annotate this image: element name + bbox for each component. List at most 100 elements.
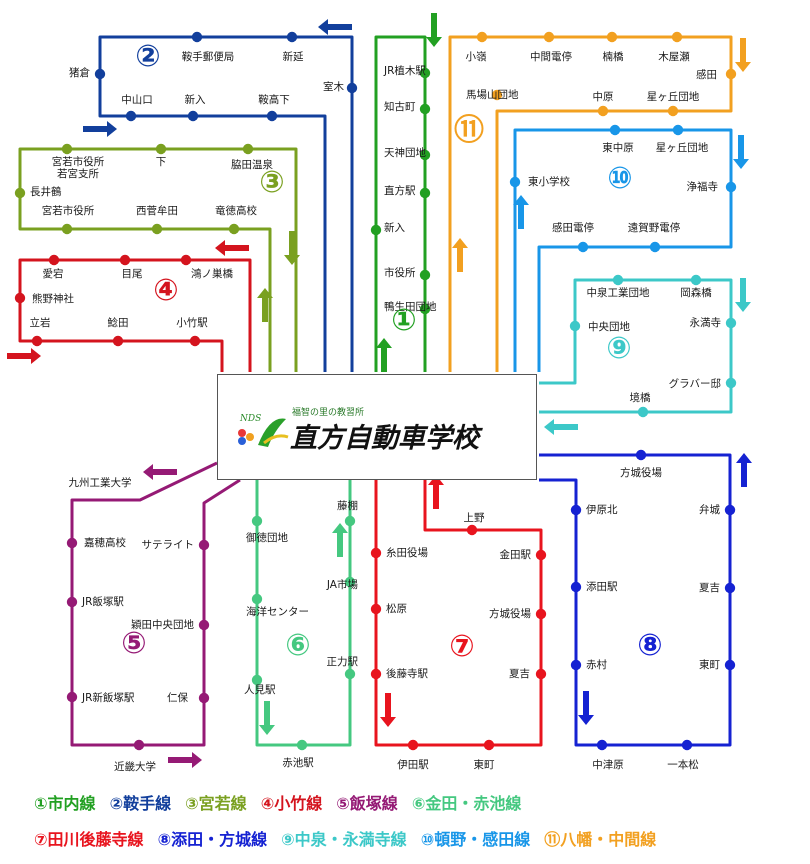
stop-label: 岡森橋 xyxy=(680,286,712,299)
stop-label: 鞍高下 xyxy=(258,93,290,106)
route-10-stop-dot xyxy=(672,124,684,136)
stop-label: 若宮支所 xyxy=(57,167,99,180)
legend-route-name: 頓野・感田線 xyxy=(434,830,531,849)
legend-route-name: 添田・方城線 xyxy=(171,830,268,849)
legend-item-route-6: ⑥金田・赤池線 xyxy=(412,794,522,813)
stop-label: 鴻ノ巣橋 xyxy=(191,267,233,280)
arrow-left-icon xyxy=(318,19,352,35)
legend-route-name: 鞍手線 xyxy=(123,794,172,813)
route-3-stop-dot xyxy=(61,143,73,155)
route-5-stop-dot xyxy=(66,596,78,608)
arrow-up-icon xyxy=(257,288,273,322)
stop-label: 東町 xyxy=(474,758,495,771)
route-3-stop-dot xyxy=(14,187,26,199)
stop-label: 海洋センター xyxy=(246,605,309,618)
arrow-up-icon xyxy=(376,338,392,372)
legend-number: ③ xyxy=(185,794,199,813)
route-9-stop-dot xyxy=(725,317,737,329)
route-1-stop-dot xyxy=(419,149,431,161)
route-10-stop-dot xyxy=(725,181,737,193)
route-3-stop-dot xyxy=(242,143,254,155)
route-4-stop-dot xyxy=(31,335,43,347)
route-10-stop-dot xyxy=(577,241,589,253)
route-4-stop-dot xyxy=(14,292,26,304)
stop-label: 感田 xyxy=(696,68,717,81)
arrow-down-icon xyxy=(426,13,442,47)
legend-item-route-10: ⑩頓野・感田線 xyxy=(421,830,531,849)
stop-label: 赤村 xyxy=(586,658,607,671)
legend-number: ⑦ xyxy=(34,830,48,849)
route-6-stop-dot xyxy=(251,593,263,605)
route-8-stop-dot xyxy=(596,739,608,751)
route-7-stop-dot xyxy=(407,739,419,751)
stop-label: 中津原 xyxy=(592,758,624,771)
route-4-stop-dot xyxy=(180,254,192,266)
stop-labels: JR植木駅知古町天神団地直方駅新入市役所鴨生田団地鞍手郵便局新延猪倉中山口新入鞍… xyxy=(30,50,722,773)
legend-route-name: 田川後藤寺線 xyxy=(47,830,144,849)
legend-route-name: 小竹線 xyxy=(274,794,323,813)
direction-arrows xyxy=(7,13,752,768)
arrow-down-icon xyxy=(733,135,749,169)
route-11-number-badge: ⑪ xyxy=(454,113,484,148)
route-10-stop-dot xyxy=(509,176,521,188)
legend-item-route-4: ④小竹線 xyxy=(261,794,323,813)
stop-label: 中原 xyxy=(593,90,614,103)
stop-label: 鴨生田団地 xyxy=(384,300,437,313)
legend-item-route-1: ①市内線 xyxy=(34,794,96,813)
route-1-stop-dot xyxy=(419,269,431,281)
route-1-number-badge: ① xyxy=(391,303,416,338)
stop-label: 後藤寺駅 xyxy=(386,667,428,680)
route-1-stop-dot xyxy=(370,224,382,236)
route-11-stop-dot xyxy=(606,31,618,43)
stop-label: 糸田役場 xyxy=(386,546,428,559)
route-7-stop-dot xyxy=(370,603,382,615)
stop-label: JA市場 xyxy=(326,578,359,591)
route-2-number-badge: ② xyxy=(135,39,160,74)
stop-label: 近畿大学 xyxy=(114,760,156,773)
route-9-stop-dot xyxy=(690,274,702,286)
stop-label: 宮若市役所 xyxy=(52,155,105,168)
stop-label: 猪倉 xyxy=(69,66,90,79)
route-7-stop-dot xyxy=(483,739,495,751)
arrow-right-icon xyxy=(168,752,202,768)
arrow-up-icon xyxy=(736,453,752,487)
stop-label: 鞍手郵便局 xyxy=(182,50,235,63)
stop-label: 中山口 xyxy=(121,93,153,106)
stop-label: 立岩 xyxy=(30,316,51,329)
stop-label: 東中原 xyxy=(602,141,634,154)
route-2-stop-dot xyxy=(191,31,203,43)
route-4-number-badge: ④ xyxy=(153,273,178,308)
route-9-stop-dot xyxy=(637,406,649,418)
stop-label: 室木 xyxy=(323,80,344,93)
route-2-stop-dot xyxy=(286,31,298,43)
legend-route-name: 市内線 xyxy=(47,794,96,813)
stop-label: 熊野神社 xyxy=(32,292,74,305)
stop-label: 穎田中央団地 xyxy=(131,618,194,631)
arrow-up-icon xyxy=(332,523,348,557)
stop-label: 新入 xyxy=(384,221,405,234)
stop-label: 感田電停 xyxy=(552,221,594,234)
route-8-stop-dot xyxy=(570,659,582,671)
route-5-number-badge: ⑤ xyxy=(121,626,146,661)
route-5-stop-dot xyxy=(198,692,210,704)
route-11-stop-dot xyxy=(671,31,683,43)
stop-label: 小竹駅 xyxy=(176,316,208,329)
route-6-stop-dot xyxy=(344,668,356,680)
route-6-stop-dot xyxy=(296,739,308,751)
legend-route-name: 飯塚線 xyxy=(349,794,398,813)
route-4-stop-dot xyxy=(119,254,131,266)
school-tagline: 福智の里の教習所 xyxy=(292,406,364,418)
route-8-line xyxy=(539,453,732,747)
route-1-stop-dot xyxy=(419,187,431,199)
legend-item-route-9: ⑨中泉・永満寺線 xyxy=(281,830,407,849)
route-5-stop-dot xyxy=(66,537,78,549)
route-9-line xyxy=(539,278,733,414)
route-11-stop-dot xyxy=(725,68,737,80)
stop-label: 嘉穂高校 xyxy=(84,536,126,549)
legend-item-route-5: ⑤飯塚線 xyxy=(336,794,398,813)
stop-label: 赤池駅 xyxy=(282,756,314,769)
route-2-stop-dot xyxy=(346,82,358,94)
stop-label: 西菅牟田 xyxy=(136,204,178,217)
route-8-stop-dot xyxy=(635,449,647,461)
route-6-number-badge: ⑥ xyxy=(285,628,310,663)
